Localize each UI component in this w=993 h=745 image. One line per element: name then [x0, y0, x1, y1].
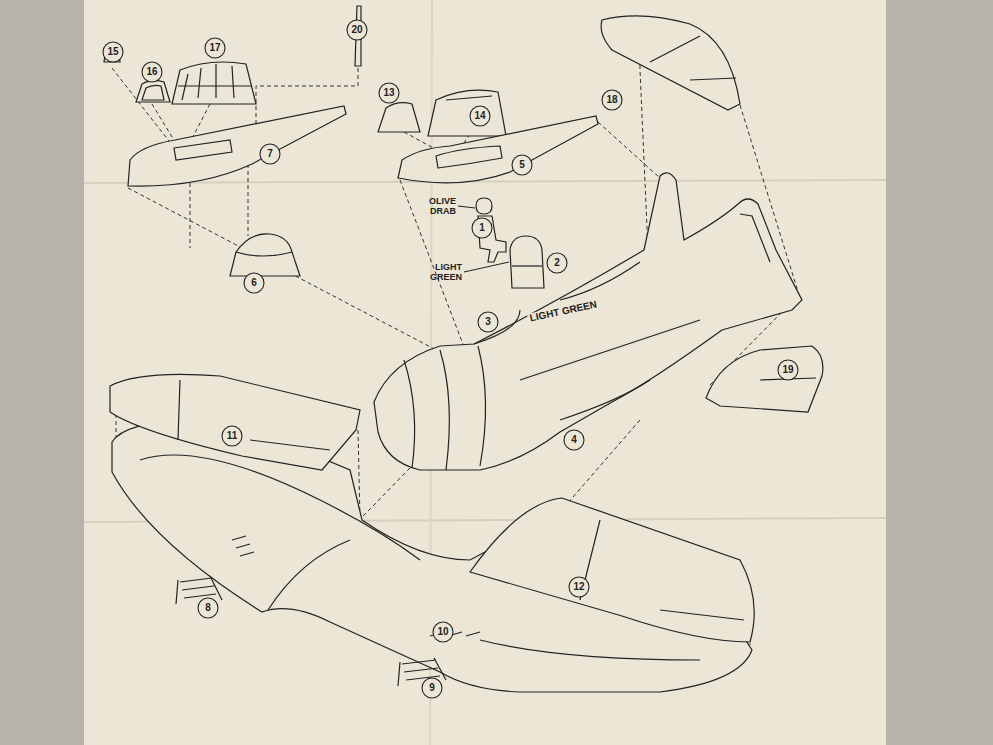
callout-number: 2 — [545, 251, 569, 275]
callout-number: 15 — [101, 40, 125, 64]
callout-number: 6 — [242, 271, 266, 295]
callout-number: 9 — [420, 676, 444, 700]
callout-number: 4 — [562, 428, 586, 452]
callout-number: 14 — [468, 104, 492, 128]
paint-note: LIGHT GREEN — [418, 262, 462, 282]
leader-lines — [458, 206, 509, 272]
callout-number: 17 — [203, 36, 227, 60]
callout-number: 12 — [567, 575, 591, 599]
callout-number: 13 — [377, 81, 401, 105]
callout-number: 8 — [196, 596, 220, 620]
callout-number: 20 — [345, 18, 369, 42]
paint-note: OLIVE DRAB — [414, 196, 456, 216]
callout-number: 10 — [431, 620, 455, 644]
callout-number: 1 — [470, 216, 494, 240]
callout-number: 5 — [510, 153, 534, 177]
callout-number: 16 — [140, 60, 164, 84]
callout-number: 7 — [258, 142, 282, 166]
callout-number: 18 — [600, 88, 624, 112]
part-outlines — [104, 6, 823, 692]
fold-line — [84, 180, 886, 183]
callout-number: 11 — [220, 424, 244, 448]
paper-sheet — [84, 0, 886, 745]
callout-number: 19 — [776, 358, 800, 382]
callout-circles — [103, 20, 798, 698]
callout-number: 3 — [476, 310, 500, 334]
